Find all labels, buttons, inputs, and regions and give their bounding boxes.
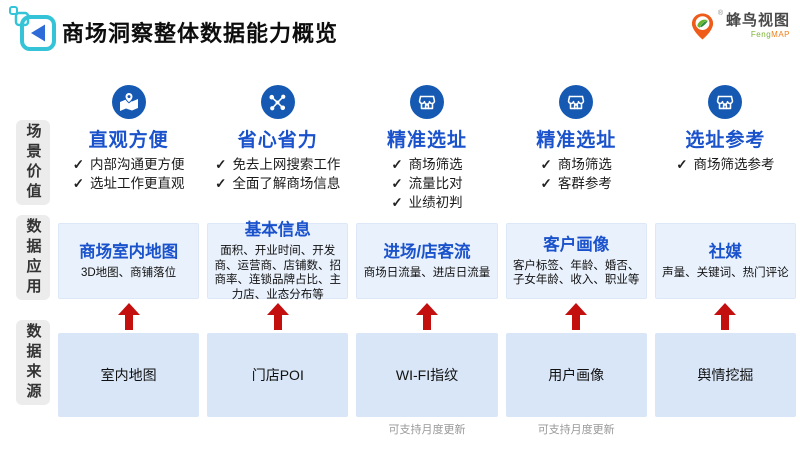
page-title: 商场洞察整体数据能力概览 xyxy=(62,21,339,46)
storefront-icon xyxy=(559,85,594,119)
value-point: ✓ 客群参考 xyxy=(541,174,612,193)
value-point-text: 客群参考 xyxy=(557,176,612,191)
monthly-update-note: 可支持月度更新 xyxy=(537,424,615,436)
check-icon: ✓ xyxy=(391,157,403,172)
check-icon: ✓ xyxy=(215,176,227,191)
app-box: 客户画像 客户标签、年龄、婚否、子女年龄、收入、职业等 xyxy=(505,223,647,299)
column-customer-profile: 精准选址 ✓ 商场筛选 ✓ 客群参考 客户画像 客户标签、年龄、婚否、子女年龄、收入… xyxy=(505,85,647,438)
registered-mark: ® xyxy=(717,10,723,17)
value-point-text: 选址工作更直观 xyxy=(90,176,185,191)
row-label-data-source: 数据来源 xyxy=(16,320,50,405)
source-box: WI-FI指纹 xyxy=(356,333,498,417)
up-arrow-icon xyxy=(564,299,588,333)
capability-grid: 直观方便 ✓内部沟通更方便 ✓选址工作更直观 商场室内地图 3D地图、商铺落位 … xyxy=(58,85,796,438)
value-point-text: 内部沟通更方便 xyxy=(90,157,185,172)
column-foot-traffic: 精准选址 ✓ 商场筛选 ✓ 流量比对 ✓ 业绩初判 进场/店客流 商场日流量、进店日流… xyxy=(356,85,498,438)
brand-name: 蜂鸟视图 xyxy=(725,12,790,29)
check-icon: ✓ xyxy=(72,176,84,191)
app-box: 商场室内地图 3D地图、商铺落位 xyxy=(58,223,200,299)
value-point-text: 免去上网搜索工作 xyxy=(232,157,341,172)
value-point: ✓ 商场筛选参考 xyxy=(676,155,774,174)
app-desc: 客户标签、年龄、婚否、子女年龄、收入、职业等 xyxy=(512,259,640,287)
check-icon: ✓ xyxy=(540,176,552,191)
value-point-text: 全面了解商场信息 xyxy=(232,176,341,191)
check-icon: ✓ xyxy=(391,195,403,210)
fengmap-app-logo xyxy=(8,5,58,58)
value-points: ✓ 商场筛选参考 xyxy=(676,155,774,217)
storefront-icon xyxy=(409,85,444,119)
value-points: ✓ 内部沟通更方便 ✓ 选址工作更直观 xyxy=(73,155,185,217)
brand-subtitle: FengMAP xyxy=(751,30,790,39)
app-box: 社媒 声量、关键词、热门评论 xyxy=(654,223,796,299)
value-point: ✓ 商场筛选 xyxy=(391,155,462,174)
value-point: ✓ 免去上网搜索工作 xyxy=(215,155,340,174)
brand-logo: ® 蜂鸟视图 FengMAP xyxy=(690,10,790,46)
up-arrow-icon xyxy=(266,299,290,333)
value-point-text: 商场筛选 xyxy=(557,157,612,172)
up-arrow-icon xyxy=(117,299,141,333)
column-indoor-map: 直观方便 ✓内部沟通更方便 ✓选址工作更直观 商场室内地图 3D地图、商铺落位 … xyxy=(58,85,200,438)
source-box: 舆情挖掘 xyxy=(654,333,796,417)
app-desc: 面积、开业时间、开发商、运营商、店铺数、招商率、连锁品牌占比、主力店、业态分布等 xyxy=(214,245,342,301)
check-icon: ✓ xyxy=(676,157,688,172)
column-social-media: 选址参考 ✓ 商场筛选参考 社媒 声量、关键词、热门评论 舆情挖掘 xyxy=(654,85,796,438)
source-box: 门店POI xyxy=(207,333,349,417)
app-title: 商场室内地图 xyxy=(79,242,179,261)
row-label-data-application: 数据应用 xyxy=(16,215,50,300)
brand-sub-map: MAP xyxy=(771,30,790,39)
app-title: 基本信息 xyxy=(244,221,311,239)
value-point-text: 商场筛选 xyxy=(408,157,463,172)
up-arrow-icon xyxy=(415,299,439,333)
row-label-scenario-value: 场景价值 xyxy=(16,120,50,205)
value-point: ✓ 内部沟通更方便 xyxy=(73,155,185,174)
value-points: ✓ 商场筛选 ✓ 客群参考 xyxy=(541,155,612,217)
value-point: ✓ 业绩初判 xyxy=(391,193,462,212)
check-icon: ✓ xyxy=(540,157,552,172)
map-location-icon xyxy=(111,85,146,119)
value-title: 选址参考 xyxy=(685,130,766,151)
value-title: 省心省力 xyxy=(237,130,318,151)
value-title: 精准选址 xyxy=(536,130,617,151)
app-desc: 3D地图、商铺落位 xyxy=(80,266,177,279)
monthly-update-note: 可支持月度更新 xyxy=(388,424,466,436)
value-points: ✓ 商场筛选 ✓ 流量比对 ✓ 业绩初判 xyxy=(391,155,462,217)
storefront-icon xyxy=(708,85,743,119)
value-point: ✓ 选址工作更直观 xyxy=(73,174,185,193)
brand-pin-icon xyxy=(690,12,715,46)
app-title: 客户画像 xyxy=(543,235,610,254)
value-title: 直观方便 xyxy=(88,130,169,151)
check-icon: ✓ xyxy=(391,176,403,191)
app-box: 基本信息 面积、开业时间、开发商、运营商、店铺数、招商率、连锁品牌占比、主力店、… xyxy=(207,221,349,301)
app-desc: 声量、关键词、热门评论 xyxy=(662,266,789,279)
up-arrow-icon xyxy=(713,299,737,333)
column-basic-info: 省心省力 ✓ 免去上网搜索工作 ✓ 全面了解商场信息 基本信息 面积、开业时间、开发… xyxy=(207,85,349,438)
value-title: 精准选址 xyxy=(386,130,467,151)
value-points: ✓ 免去上网搜索工作 ✓ 全面了解商场信息 xyxy=(215,155,340,217)
value-point-text: 业绩初判 xyxy=(408,195,463,210)
network-icon xyxy=(260,85,295,119)
value-point: ✓ 商场筛选 xyxy=(541,155,612,174)
app-title: 社媒 xyxy=(708,242,742,261)
app-desc: 商场日流量、进店日流量 xyxy=(363,266,491,279)
app-title: 进场/店客流 xyxy=(383,242,471,261)
app-box: 进场/店客流 商场日流量、进店日流量 xyxy=(356,223,498,299)
value-point-text: 流量比对 xyxy=(408,176,463,191)
value-point: ✓ 流量比对 xyxy=(391,174,462,193)
check-icon: ✓ xyxy=(215,157,227,172)
value-point-text: 商场筛选参考 xyxy=(693,157,775,172)
source-box: 室内地图 xyxy=(58,333,200,417)
value-point: ✓ 全面了解商场信息 xyxy=(215,174,340,193)
source-box: 用户画像 xyxy=(505,333,647,417)
brand-sub-feng: Feng xyxy=(750,30,772,39)
check-icon: ✓ xyxy=(72,157,84,172)
